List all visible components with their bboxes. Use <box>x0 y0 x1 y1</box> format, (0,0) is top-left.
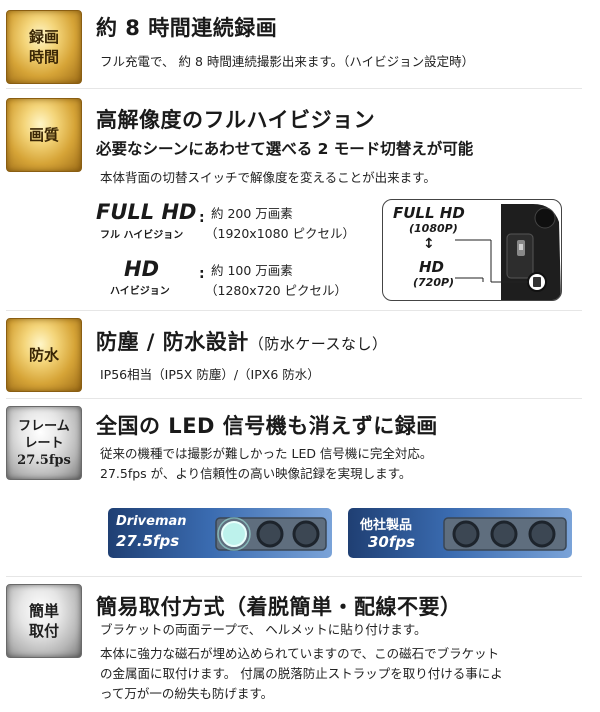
section-divider <box>6 88 582 89</box>
quality-title: 高解像度のフルハイビジョン <box>96 108 376 132</box>
badge-text: 画質 <box>28 126 59 144</box>
mode-fullhd-res: （1920x1080 ピクセル） <box>205 226 355 241</box>
traffic-light-illustration <box>215 517 327 551</box>
traffic-light-driveman: Driveman 27.5fps <box>108 508 332 558</box>
driveman-name: Driveman <box>116 514 187 529</box>
traffic-light-competitor: 他社製品 30fps <box>348 508 572 558</box>
badge-text: フレーム <box>18 418 70 434</box>
badge-text: レート <box>24 435 64 451</box>
quality-subtitle: 必要なシーンにあわせて選べる 2 モード切替えが可能 <box>96 140 474 158</box>
frame-rate-desc-line: 27.5fps が、より信頼性の高い映像記録を実現します。 <box>100 466 412 481</box>
camera-body-illustration <box>455 204 561 300</box>
mode-hd-name: HD <box>124 257 160 281</box>
badge-mount: 簡単 取付 <box>6 584 82 658</box>
switch-arrow-icon: ↕ <box>423 236 435 252</box>
switch-diagram: FULL HD (1080P) ↕ HD (720P) <box>382 199 562 301</box>
mode-hd-pixels: 約 100 万画素 <box>211 263 293 278</box>
badge-text: 防水 <box>28 346 59 364</box>
waterproof-desc: IP56相当（IP5X 防塵）/（IPX6 防水） <box>100 367 320 382</box>
mode-hd-res: （1280x720 ピクセル） <box>205 283 348 298</box>
badge-quality: 画質 <box>6 98 82 172</box>
record-time-desc: フル充電で、 約 8 時間連続撮影出来ます。（ハイビジョン設定時） <box>100 54 475 69</box>
badge-text: 簡単 <box>28 602 59 620</box>
section-divider <box>6 576 582 577</box>
competitor-fps: 30fps <box>368 533 416 551</box>
diagram-hd-res: (720P) <box>413 276 455 289</box>
waterproof-title: 防塵 / 防水設計（防水ケースなし） <box>96 326 388 356</box>
badge-text: 録画 <box>28 28 59 46</box>
mode-fullhd-colon: : <box>199 210 205 226</box>
diagram-hd-label: HD <box>419 258 445 276</box>
quality-desc: 本体背面の切替スイッチで解像度を変えることが出来ます。 <box>100 170 436 185</box>
badge-record-time: 録画 時間 <box>6 10 82 84</box>
mount-title: 簡易取付方式（着脱簡単・配線不要） <box>96 595 462 619</box>
badge-waterproof: 防水 <box>6 318 82 392</box>
mount-desc-line: ブラケットの両面テープで、 ヘルメットに貼り付けます。 <box>100 622 427 637</box>
frame-rate-title: 全国の LED 信号機も消えずに録画 <box>96 414 438 438</box>
diagram-fullhd-label: FULL HD <box>393 204 465 222</box>
mode-hd-colon: : <box>199 266 205 282</box>
section-divider <box>6 310 582 311</box>
badge-text: 取付 <box>28 622 59 640</box>
mount-desc-line: の金属面に取付けます。 付属の脱落防止ストラップを取り付ける事によ <box>100 666 503 681</box>
section-divider <box>6 398 582 399</box>
badge-frame-rate: フレーム レート 27.5fps <box>6 406 82 480</box>
diagram-fullhd-res: (1080P) <box>409 222 458 235</box>
frame-rate-desc-line: 従来の機種では撮影が難しかった LED 信号機に完全対応。 <box>100 446 433 461</box>
badge-text: 時間 <box>28 48 59 66</box>
driveman-fps: 27.5fps <box>116 532 180 550</box>
mount-desc-line: 本体に強力な磁石が埋め込められていますので、この磁石でブラケット <box>100 646 500 661</box>
competitor-name: 他社製品 <box>360 518 413 533</box>
record-time-title: 約 8 時間連続録画 <box>96 16 278 40</box>
traffic-light-illustration <box>443 517 567 551</box>
mount-desc-line: って万が一の紛失も防げます。 <box>100 686 274 701</box>
mode-fullhd-name: FULL HD <box>96 200 197 224</box>
waterproof-title-main: 防塵 / 防水設計 <box>96 330 249 354</box>
mode-fullhd-pixels: 約 200 万画素 <box>211 206 293 221</box>
badge-text: 27.5fps <box>17 452 71 468</box>
mode-fullhd-sub: フル ハイビジョン <box>100 230 184 241</box>
waterproof-title-note: （防水ケースなし） <box>248 335 388 353</box>
mode-hd-sub: ハイビジョン <box>110 286 170 297</box>
